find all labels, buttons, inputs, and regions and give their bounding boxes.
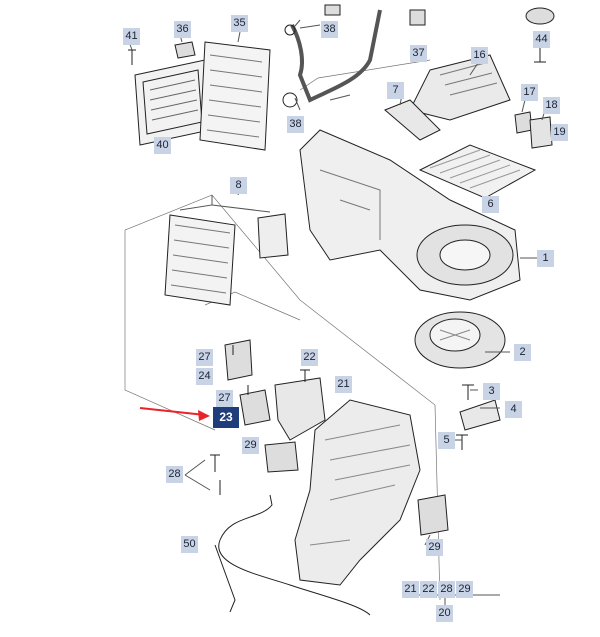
callout-5: 5 (438, 432, 455, 449)
part-16-housing (409, 54, 511, 121)
part-41-screw (128, 49, 136, 65)
callout-23-highlighted: 23 (213, 407, 239, 428)
callout-21: 21 (335, 376, 352, 393)
callout-6: 6 (482, 196, 499, 213)
callout-group-28: 28 (438, 581, 455, 598)
part-1-upper-housing (299, 129, 521, 301)
part-36-clip (174, 41, 196, 59)
assembly-frame (124, 194, 441, 601)
callout-7: 7 (387, 82, 404, 99)
callout-group-29: 29 (456, 581, 473, 598)
part-4-resistor (459, 399, 501, 431)
part-38-pipe (290, 9, 382, 103)
callout-group-21-22-28-29: 21 22 28 29 (402, 581, 480, 598)
callout-38b: 38 (287, 116, 304, 133)
part-6-filter (418, 144, 537, 199)
part-35-heater-core (199, 41, 271, 151)
part-29-actuator (417, 494, 449, 536)
callout-37: 37 (410, 45, 427, 62)
callout-16: 16 (471, 47, 488, 64)
callout-1: 1 (537, 250, 554, 267)
callout-27a: 27 (196, 349, 213, 366)
callout-38a: 38 (321, 21, 338, 38)
callout-19: 19 (551, 124, 568, 141)
callout-35: 35 (231, 15, 248, 32)
part-24-actuator (224, 339, 253, 381)
callout-40: 40 (154, 137, 171, 154)
callout-24: 24 (196, 368, 213, 385)
callout-17: 17 (521, 84, 538, 101)
callout-22: 22 (301, 349, 318, 366)
part-28-sensor (210, 454, 221, 495)
pointer-arrow (139, 407, 210, 421)
callout-27b: 27 (216, 390, 233, 407)
part-27-screw (232, 345, 249, 395)
callout-29b: 29 (426, 539, 443, 556)
callout-8: 8 (230, 177, 247, 194)
part-3-screw (462, 384, 474, 400)
part-29b-actuator (264, 441, 299, 473)
callout-3: 3 (483, 383, 500, 400)
part-50-harness (214, 494, 371, 616)
callout-group-22: 22 (420, 581, 437, 598)
callout-41: 41 (123, 28, 140, 45)
callout-4: 4 (505, 401, 522, 418)
part-44-cap (525, 7, 555, 25)
part-2-blower (414, 311, 506, 369)
part-22-screw (300, 369, 310, 382)
callout-36: 36 (174, 21, 191, 38)
callout-18: 18 (543, 97, 560, 114)
callout-28: 28 (166, 466, 183, 483)
part-18-bracket (529, 116, 553, 149)
part-40-frame (134, 59, 211, 146)
part-20-lower-housing (294, 399, 421, 586)
part-7-bracket (384, 99, 441, 141)
callout-44: 44 (533, 31, 550, 48)
callout-29a: 29 (242, 437, 259, 454)
part-21-bracket (274, 377, 326, 441)
callout-50: 50 (181, 536, 198, 553)
part-17-sensor (514, 111, 533, 134)
part-5-screw (456, 434, 468, 450)
callout-2: 2 (514, 344, 531, 361)
part-8-filter (164, 195, 289, 306)
callout-group-21: 21 (402, 581, 419, 598)
part-23-actuator (239, 389, 271, 426)
part-37-clip (324, 4, 426, 26)
callout-20: 20 (436, 605, 453, 622)
